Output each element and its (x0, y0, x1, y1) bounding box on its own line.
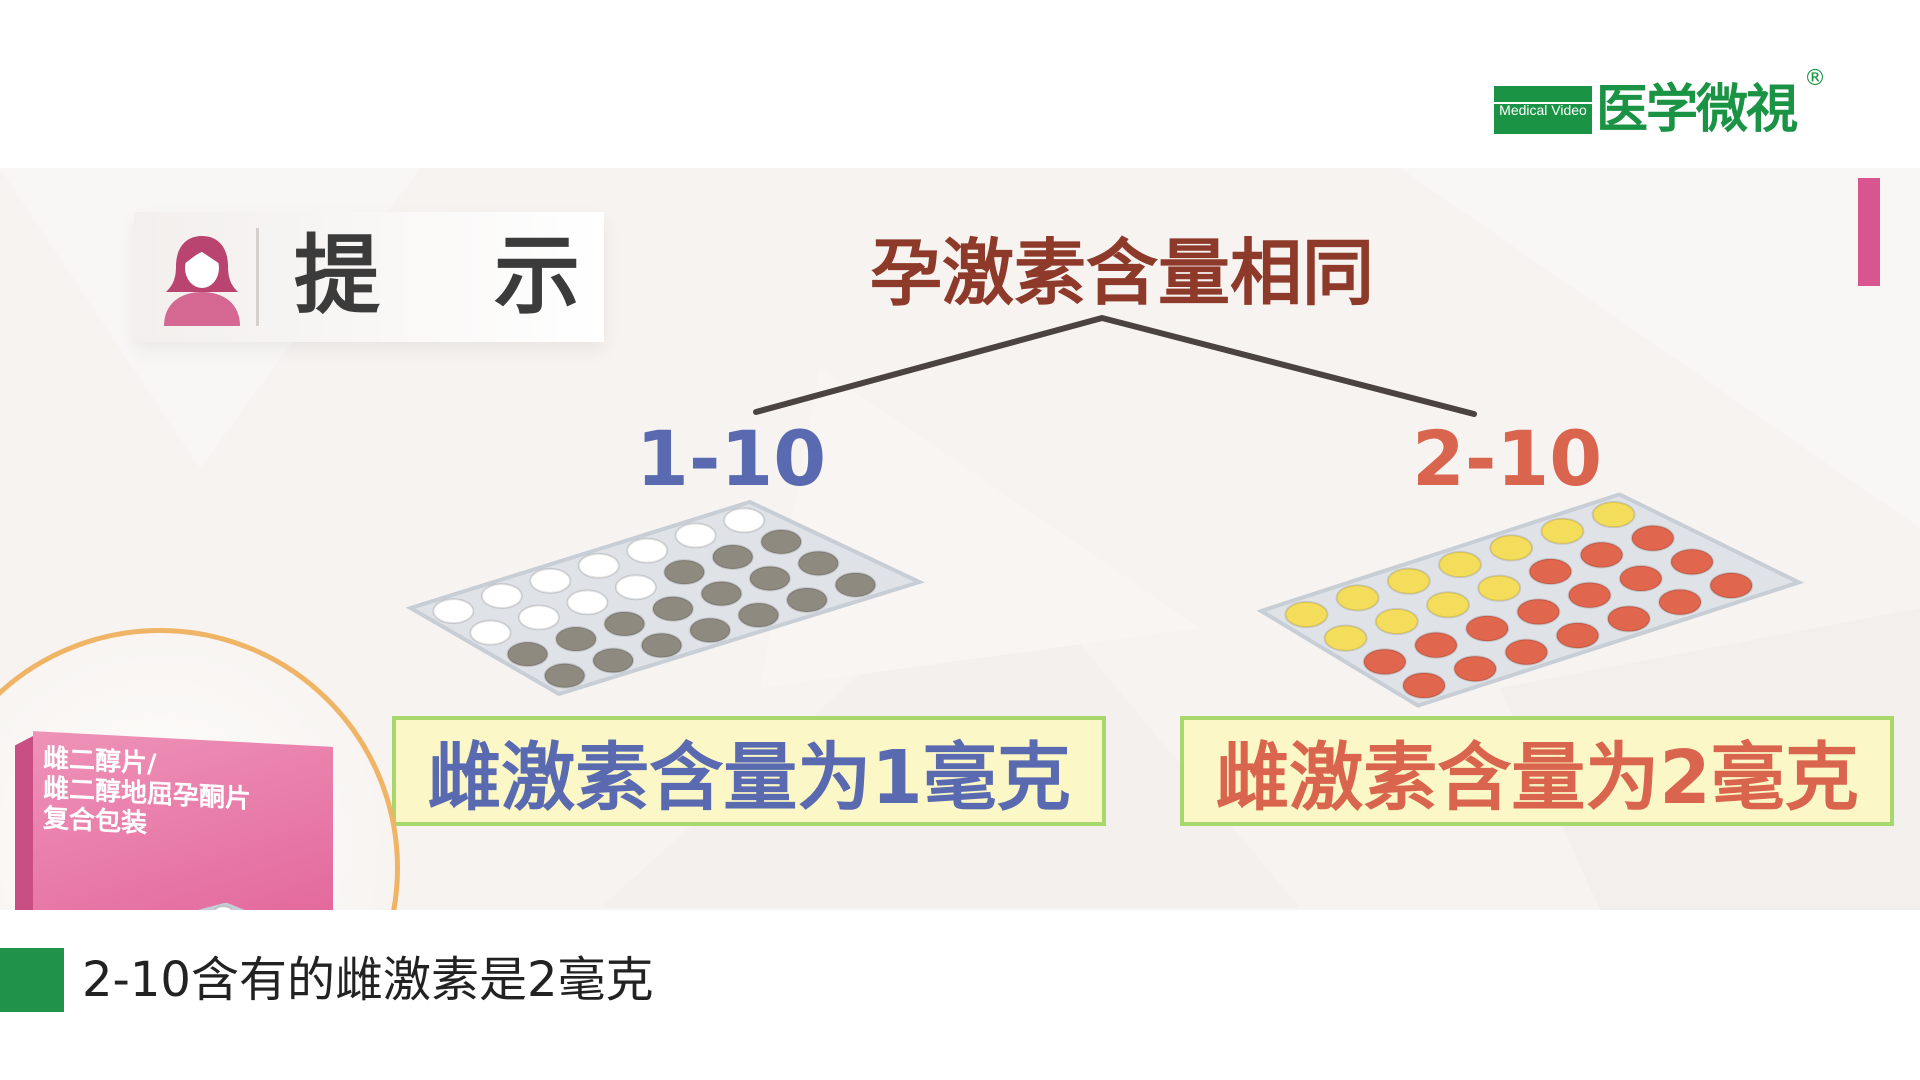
pill (1591, 500, 1636, 529)
pill (1504, 638, 1549, 666)
pill (1709, 571, 1754, 600)
tip-header: 提 示 (134, 212, 604, 342)
logo-badge-text: Medical Video (1499, 102, 1587, 118)
pill (480, 583, 523, 610)
pill (1658, 588, 1702, 616)
woman-avatar-icon (164, 236, 240, 326)
pill (1386, 567, 1431, 595)
pill (1335, 584, 1380, 612)
pill (432, 598, 475, 625)
pill (529, 567, 572, 594)
pill (213, 905, 233, 910)
product-label-line: 复合包装 (43, 803, 148, 840)
tip-label: 提 示 (294, 226, 622, 326)
pill (1618, 564, 1663, 593)
pill (651, 595, 694, 622)
pill (566, 589, 609, 616)
estrogen-note-text: 雌激素含量为2毫克 (1215, 734, 1859, 821)
pill (674, 522, 717, 549)
caption-marker (0, 948, 64, 1012)
pill (1540, 517, 1585, 545)
blister-pack-1-10 (405, 499, 925, 697)
pill (469, 619, 512, 646)
pill (1362, 648, 1407, 676)
pill (543, 662, 586, 689)
pill (797, 550, 840, 577)
pill (1323, 624, 1368, 652)
estrogen-note-1mg: 雌激素含量为1毫克 (392, 716, 1106, 826)
pill (1438, 550, 1482, 579)
pack-code-1-10: 1-10 (636, 414, 827, 503)
pill (1426, 591, 1470, 619)
pill (506, 641, 549, 668)
logo-badge: Medical Video (1494, 86, 1592, 134)
accent-bar (1858, 178, 1880, 286)
pill (1489, 534, 1534, 562)
pill (1477, 574, 1522, 602)
blister-pack-2-10 (1256, 492, 1805, 708)
logo-brand-text: 医学微視 (1596, 80, 1798, 140)
pill (517, 604, 560, 631)
tip-divider (256, 228, 259, 326)
pill (1374, 607, 1419, 636)
pill (785, 586, 828, 613)
pill (1414, 631, 1458, 659)
pill (1670, 548, 1714, 576)
pill (1630, 524, 1675, 552)
tree-connector (753, 315, 1477, 417)
pill (760, 528, 803, 555)
progestin-title: 孕激素含量相同 (870, 231, 1375, 315)
caption-text: 2-10含有的雌激素是2毫克 (82, 952, 654, 1008)
pill (1402, 671, 1446, 700)
pill (663, 559, 706, 586)
pack-code-2-10: 2-10 (1412, 414, 1603, 503)
pill (748, 565, 791, 592)
pill (577, 552, 620, 579)
pill (1465, 614, 1510, 643)
pill (1516, 598, 1561, 626)
pill (1555, 621, 1600, 650)
pill (700, 580, 743, 607)
pill (626, 537, 669, 564)
pill (711, 543, 754, 570)
pill (1284, 600, 1329, 629)
pill (834, 571, 877, 598)
pill (640, 632, 683, 659)
pill (1528, 557, 1573, 586)
pill (614, 574, 657, 601)
brand-logo: Medical Video 医学微視 ® (1494, 66, 1826, 142)
product-box: 雌二醇片/ 雌二醇地屈孕酮片 复合包装 (33, 731, 333, 910)
pill (592, 647, 635, 674)
pill (723, 507, 766, 534)
pill (1567, 581, 1612, 609)
pill (555, 626, 598, 653)
pill (1453, 655, 1498, 683)
registered-mark-icon: ® (1804, 66, 1827, 91)
estrogen-note-2mg: 雌激素含量为2毫克 (1180, 716, 1894, 826)
slide-area: 提 示 孕激素含量相同 1-10 2-10 雌激素含量为1毫克 雌激素含量为2毫… (0, 168, 1920, 910)
pill (1579, 541, 1624, 569)
pill (737, 602, 780, 629)
pill (603, 610, 646, 637)
product-blister-pack (197, 903, 245, 910)
pill (689, 617, 732, 644)
pill (1606, 605, 1651, 633)
estrogen-note-text: 雌激素含量为1毫克 (427, 734, 1071, 821)
